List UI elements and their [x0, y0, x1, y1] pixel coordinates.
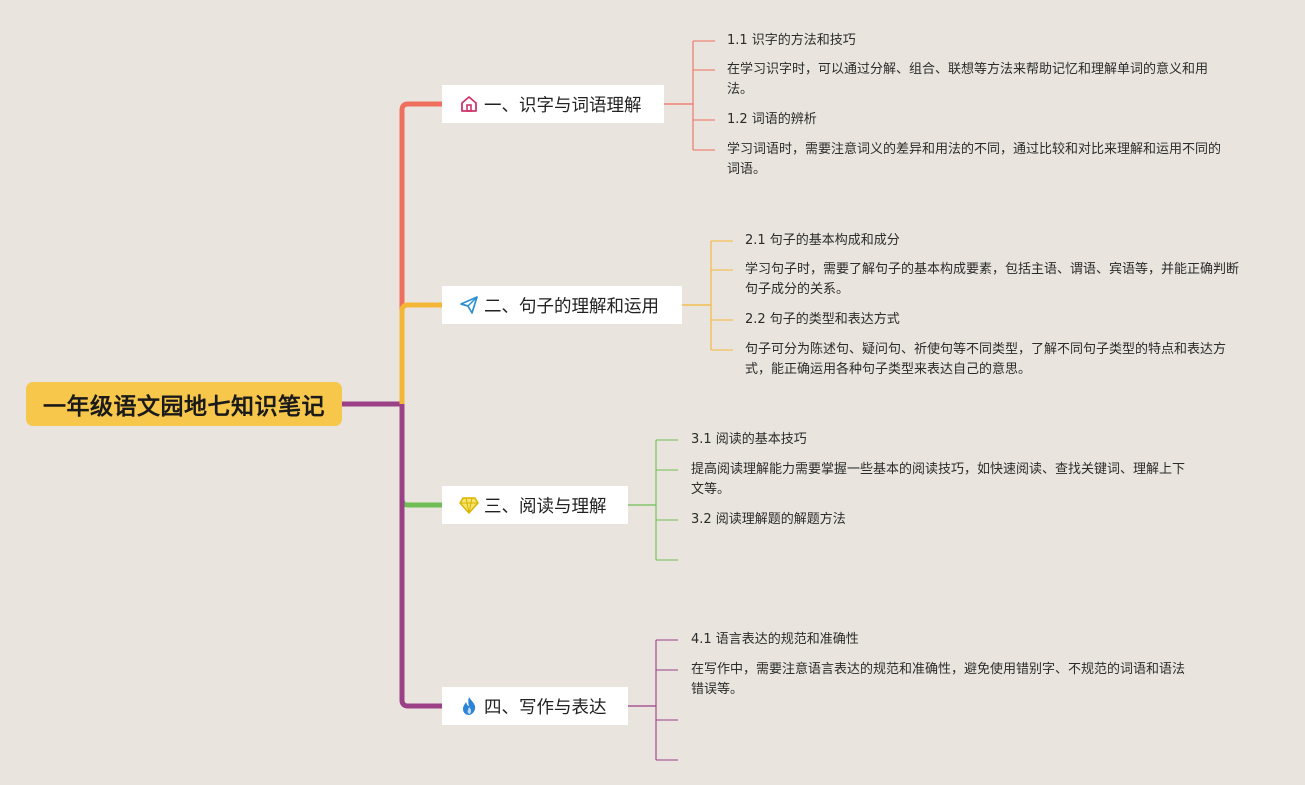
branch-connector-4: [399, 404, 442, 709]
leaf-description: 提高阅读理解能力需要掌握一些基本的阅读技巧，如快速阅读、查找关键词、理解上下文等…: [691, 462, 1186, 497]
paper-plane-icon: [458, 294, 480, 316]
leaf-heading: 3.2 阅读理解题的解题方法: [691, 512, 846, 527]
leaf-description: 句子可分为陈述句、疑问句、祈使句等不同类型，了解不同句子类型的特点和表达方式，能…: [745, 342, 1227, 377]
branch-topic-3[interactable]: 三、阅读与理解: [442, 486, 628, 524]
branch-connector-1: [399, 101, 442, 404]
branch-title: 四、写作与表达: [484, 697, 607, 718]
leaf-description: 学习词语时，需要注意词义的差异和用法的不同，通过比较和对比来理解和运用不同的词语…: [727, 142, 1222, 177]
branch-connector-3: [399, 404, 442, 508]
leaf-heading: 1.2 词语的辨析: [727, 112, 817, 127]
root-title: 一年级语文园地七知识笔记: [43, 394, 325, 420]
branch-title: 一、识字与词语理解: [484, 95, 642, 116]
branch-title: 二、句子的理解和运用: [484, 296, 659, 317]
leaf-description: 学习句子时，需要了解句子的基本构成要素，包括主语、谓语、宾语等，并能正确判断句子…: [745, 262, 1240, 297]
diamond-icon: [458, 494, 480, 516]
branch-title: 三、阅读与理解: [484, 496, 607, 517]
branch-connector-2: [399, 302, 442, 404]
leaf-heading: 1.1 识字的方法和技巧: [727, 33, 856, 48]
branch-topic-1[interactable]: 一、识字与词语理解: [442, 85, 664, 123]
flame-icon: [458, 695, 480, 717]
leaf-description: 在学习识字时，可以通过分解、组合、联想等方法来帮助记忆和理解单词的意义和用法。: [727, 62, 1209, 97]
leaf-description: 在写作中，需要注意语言表达的规范和准确性，避免使用错别字、不规范的词语和语法错误…: [691, 662, 1186, 697]
root-topic[interactable]: 一年级语文园地七知识笔记: [26, 382, 342, 426]
branch-topic-2[interactable]: 二、句子的理解和运用: [442, 286, 682, 324]
leaf-heading: 3.1 阅读的基本技巧: [691, 432, 807, 447]
house-icon: [458, 93, 480, 115]
leaf-heading: 2.2 句子的类型和表达方式: [745, 312, 900, 327]
branch-topic-4[interactable]: 四、写作与表达: [442, 687, 628, 725]
leaf-heading: 2.1 句子的基本构成和成分: [745, 233, 900, 248]
leaf-heading: 4.1 语言表达的规范和准确性: [691, 632, 859, 647]
